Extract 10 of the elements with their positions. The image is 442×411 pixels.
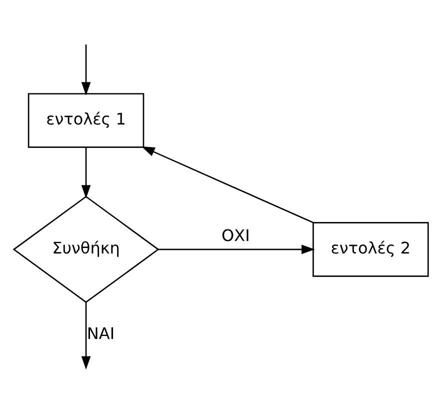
- edge-label: ΟΧΙ: [222, 225, 250, 244]
- node-diamond: Συνθήκη: [12, 195, 160, 303]
- arrow: [141, 146, 314, 223]
- arrow: [158, 244, 315, 254]
- edge-label: ΝΑΙ: [86, 324, 115, 343]
- arrow: [81, 302, 91, 370]
- node-box: εντολές 2: [312, 222, 429, 276]
- arrow: [81, 44, 91, 96]
- node-box: εντολές 1: [28, 92, 144, 148]
- arrow: [81, 146, 91, 198]
